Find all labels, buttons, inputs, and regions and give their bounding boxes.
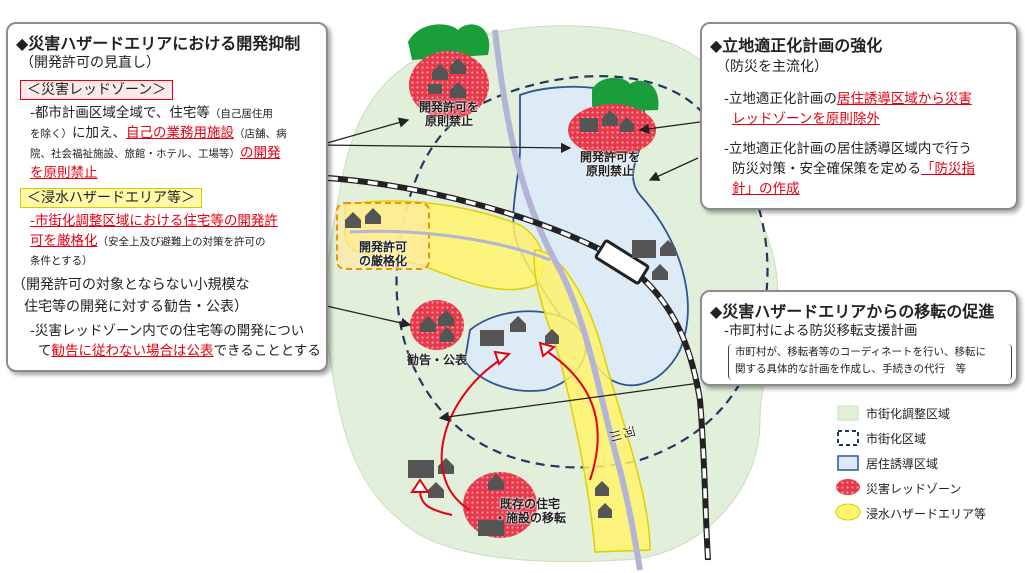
right-top-heading: ◆立地適正化計画の強化 (710, 36, 883, 55)
label-strict: 開発許可 の厳格化 (345, 240, 421, 268)
rt-l4-b: 「防災指 (921, 161, 975, 177)
yel-l2-b: （安全上及び避難上の対策を許可の (97, 236, 266, 248)
legend-label-red-zone: 災害レッドゾーン (866, 482, 962, 496)
red-l2-c: 自己の業務用施設 (126, 125, 234, 141)
red-zone-line-1: -都市計画区域全域で、住宅等（自己居住用 (30, 104, 273, 123)
legend-swatch-residential (837, 455, 859, 471)
legend-swatch-flood (835, 503, 861, 521)
small-l4-a: て (38, 343, 52, 359)
rt-l1-a: -立地適正化計画の (724, 91, 837, 107)
red-zone-advise (410, 300, 464, 350)
legend-swatch-urbanization (837, 430, 859, 446)
relocation-arrowheads (410, 341, 557, 493)
legend-label-adjustment: 市街化調整区域 (866, 407, 951, 421)
right-top-subheading: （防災を主流化） (716, 59, 828, 75)
red-zone-line-2: を除く）に加え、自己の業務用施設（店舗、病 (30, 124, 287, 143)
left-info-box: ◆災害ハザードエリアにおける開発抑制 （開発許可の見直し） ＜災害レッドゾーン＞… (6, 22, 328, 372)
legend-label-flood: 浸水ハザードエリア等 (866, 507, 987, 521)
red-zone-line-3: 院、社会福祉施設、旅館・ホテル、工場等）の開発 (30, 144, 281, 163)
red-l1-b: （自己居住用 (209, 108, 273, 120)
red-l2-a: を除く） (30, 128, 72, 140)
relocation-arrows (419, 349, 599, 516)
legend-label-urbanization: 市街化区域 (866, 432, 927, 446)
label-relocate-line1: 既存の住宅 (499, 497, 560, 511)
flood-line-2: 可を厳格化（安全上及び避難上の対策を許可の (30, 232, 266, 251)
red-zone-tag: ＜災害レッドゾーン＞ (20, 80, 174, 100)
rt-l4-a: 防災対策・安全確保策を定める (732, 161, 921, 177)
right-mid-heading: ◆災害ハザードエリアからの移転の促進 (710, 302, 995, 321)
label-ban-mid-line2: 原則禁止 (585, 164, 634, 178)
note-line-2: 関する具体的な計画を作成し、手続きの代行 等 (735, 363, 966, 375)
red-zone-mid (568, 77, 659, 156)
label-ban-top: 開発許可を 原則禁止 (413, 100, 485, 128)
flood-line-1: -市街化調整区域における住宅等の開発許 (30, 212, 278, 230)
left-box-heading: ◆災害ハザードエリアにおける開発抑制 (16, 34, 301, 53)
river (492, 29, 643, 571)
red-l1-a: -都市計画区域全域で、住宅等 (30, 105, 210, 121)
legend-swatch-adjustment (837, 405, 859, 421)
small-dev-line-4: て勧告に従わない場合は公表できることとする (38, 342, 321, 360)
red-zone-top (408, 24, 490, 119)
relocation-note: 市町村が、移転者等のコーディネートを行い、移転に 関する具体的な計画を作成し、手… (728, 344, 1012, 380)
rt-l1-b: 居住誘導区域から災害 (836, 91, 972, 107)
red-l2-d: （店舗、病 (234, 128, 287, 140)
small-l4-b: 勧告に従わない場合は公表 (51, 343, 214, 359)
legend-label-residential: 居住誘導区域 (866, 457, 939, 471)
label-relocate: 既存の住宅 ・施設の移転 (490, 497, 570, 525)
right-mid-line-1: -市町村による防災移転支援計画 (724, 323, 918, 339)
right-top-line-3: -立地適正化計画の居住誘導区域内で行う (724, 141, 972, 157)
flood-zone-tag: ＜浸水ハザードエリア等＞ (20, 188, 202, 208)
small-dev-line-3: -災害レッドゾーン内での住宅等の開発につい (30, 323, 305, 339)
label-ban-top-line2: 原則禁止 (424, 114, 473, 128)
left-box-subheading: （開発許可の見直し） (20, 55, 160, 71)
red-zone-line-4: を原則禁止 (30, 165, 98, 181)
right-top-line-1: -立地適正化計画の居住誘導区域から災害 (724, 90, 972, 108)
small-dev-line-1: （開発許可の対象とならない小規模な (12, 277, 250, 293)
yel-l1: -市街化調整区域における住宅等の開発許 (30, 213, 278, 229)
right-mid-info-box: ◆災害ハザードエリアからの移転の促進 -市町村による防災移転支援計画 市町村が、… (700, 290, 1018, 386)
small-l4-c: できることとする (213, 343, 321, 359)
label-ban-mid: 開発許可を 原則禁止 (574, 150, 646, 178)
label-relocate-line2: ・施設の移転 (493, 511, 566, 525)
yel-l2-a: 可を厳格化 (30, 233, 98, 249)
red-l2-b: に加え、 (72, 125, 126, 141)
connector-arrows (319, 117, 701, 422)
label-ban-top-line1: 開発許可を (418, 100, 479, 114)
river-branch (349, 229, 551, 262)
right-top-line-5: 針」の作成 (732, 181, 800, 197)
building-icons (345, 58, 676, 536)
station (594, 239, 650, 285)
label-advise: 勧告・公表 (406, 353, 467, 367)
red-l3-a: 院、社会福祉施設、旅館・ホテル、工場等） (30, 148, 240, 160)
flood-line-3: 条件とする） (30, 255, 93, 267)
label-strict-line1: 開発許可 (358, 240, 407, 254)
label-ban-mid-line1: 開発許可を (579, 150, 640, 164)
legend-swatch-red-zone (836, 479, 860, 495)
red-l3-b: の開発 (240, 145, 281, 161)
label-strict-line2: の厳格化 (358, 254, 407, 268)
note-line-1: 市町村が、移転者等のコーディネートを行い、移転に (735, 346, 987, 358)
right-top-line-2: レッドゾーンを原則除外 (732, 111, 880, 127)
small-dev-line-2: 住宅等の開発に対する勧告・公表） (24, 299, 248, 315)
right-top-line-4: 防災対策・安全確保策を定める「防災指 (732, 160, 975, 178)
right-top-info-box: ◆立地適正化計画の強化 （防災を主流化） -立地適正化計画の居住誘導区域から災害… (700, 22, 1018, 210)
